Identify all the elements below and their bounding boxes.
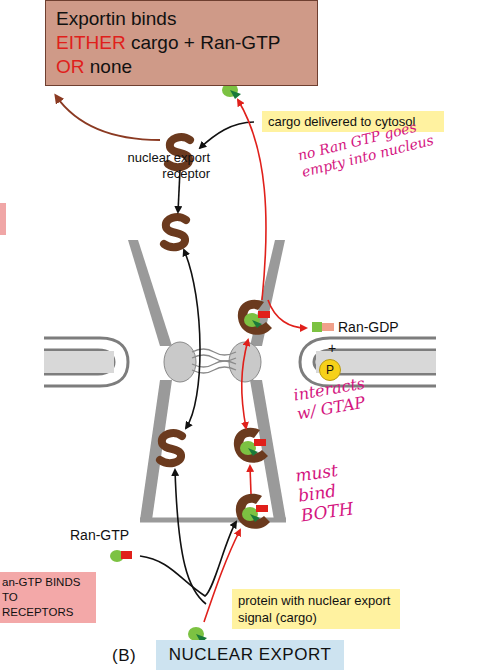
- panel-label-box: (B)NUCLEAR EXPORT: [156, 640, 344, 670]
- exportin: [160, 433, 182, 463]
- cargo-path-arrow: [204, 100, 306, 622]
- part-label: nuclear export receptor: [98, 150, 210, 182]
- label-text: NUCLEAR EXPORT: [162, 644, 338, 666]
- binding-arrow: [56, 96, 160, 140]
- molecule-label: Ran-GTP: [70, 526, 140, 544]
- label-text: Exportin binds EITHER cargo + Ran-GTP OR…: [56, 7, 307, 79]
- note-box: Exportin binds EITHER cargo + Ran-GTP OR…: [45, 0, 318, 86]
- molecule-label: Ran-GDP: [338, 318, 418, 336]
- export-complex: [238, 300, 272, 335]
- label-text: (B): [112, 645, 136, 667]
- label-text: protein with nuclear export signal (carg…: [238, 592, 394, 626]
- export-complex: [234, 428, 268, 463]
- label-text: an-GTP BINDS TO RECEPTORS: [2, 575, 92, 620]
- ran-gtp-icon: [110, 550, 132, 562]
- exportin: [164, 217, 186, 247]
- callout-box: protein with nuclear export signal (carg…: [232, 589, 400, 629]
- ran-gdp-icon: [312, 322, 334, 332]
- transport-arrow: [140, 122, 254, 604]
- handwritten-note: must bind BOTH: [294, 457, 364, 525]
- plus-sign: +: [325, 339, 339, 357]
- export-complex: [236, 494, 270, 529]
- handwritten-note: interacts w/ GTAP: [292, 370, 389, 423]
- pink-callout-box: an-GTP BINDS TO RECEPTORS: [0, 572, 96, 623]
- pink-tab: [0, 203, 6, 235]
- nuclear-pore: [128, 240, 286, 520]
- nuclear-envelope: [44, 338, 436, 386]
